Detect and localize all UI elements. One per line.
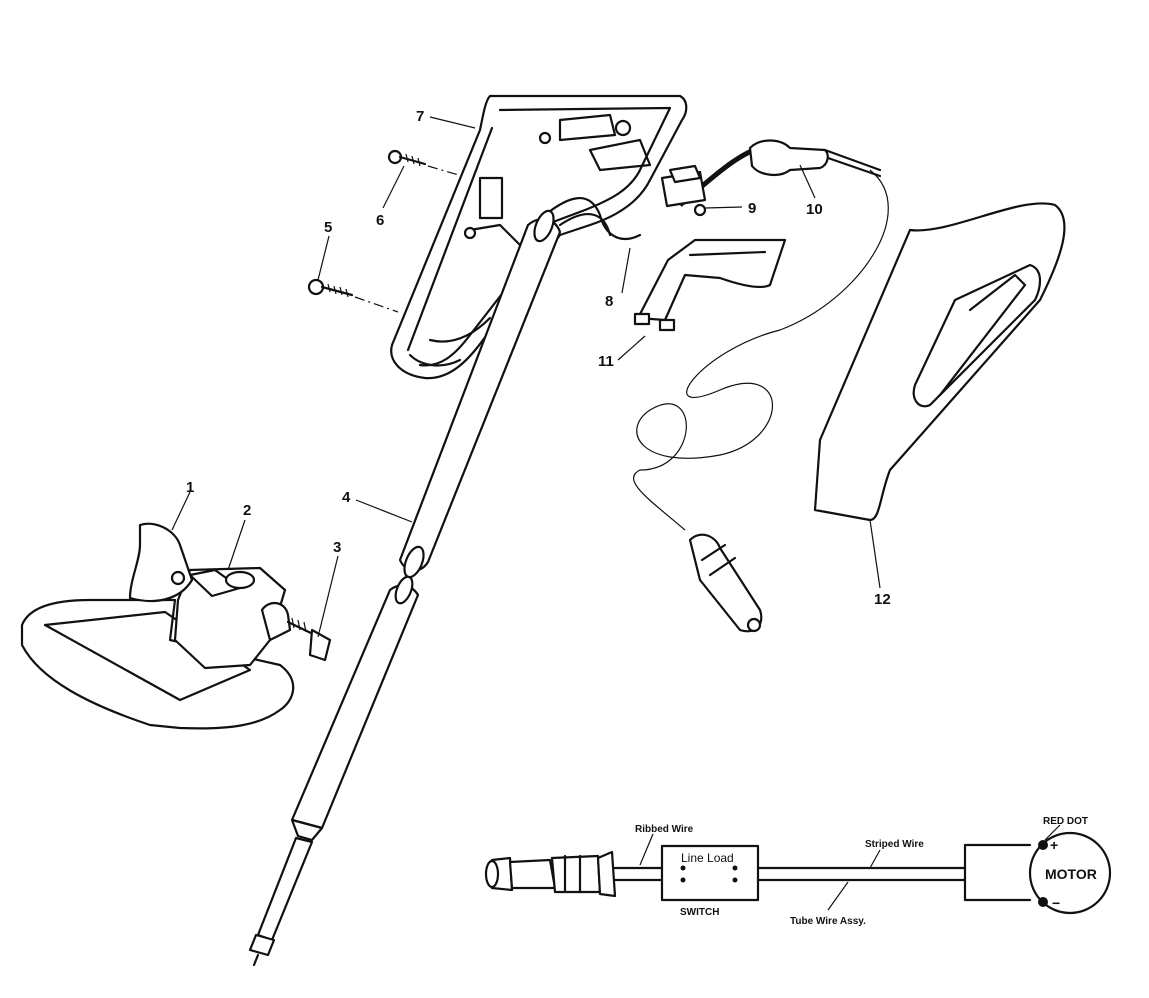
- callout-11: 11: [598, 353, 614, 370]
- red-dot-label: RED DOT: [1043, 816, 1088, 827]
- callout-12: 12: [874, 591, 891, 608]
- switch-box: [660, 844, 760, 902]
- screw-5: [307, 278, 399, 313]
- callout-10: 10: [806, 201, 823, 218]
- trigger-part: [633, 238, 787, 332]
- striped-wire-label: Striped Wire: [865, 839, 924, 850]
- tube-upper: [398, 209, 562, 579]
- strain-relief: [748, 139, 882, 178]
- screw-6: [387, 149, 463, 177]
- motor-plus-terminal: [1038, 840, 1048, 850]
- callout-4: 4: [342, 489, 351, 506]
- switch-part: [660, 164, 707, 217]
- ribbed-wire-label: Ribbed Wire: [635, 824, 694, 835]
- callout-1: 1: [186, 479, 194, 496]
- callout-6: 6: [376, 212, 384, 229]
- callout-3: 3: [333, 539, 341, 556]
- callout-7: 7: [416, 108, 424, 125]
- motor-minus-terminal: [1038, 897, 1048, 907]
- switch-label: SWITCH: [680, 907, 719, 918]
- handle-cover: [813, 202, 1066, 522]
- plus-sign: +: [1050, 837, 1058, 853]
- leader-lines: [171, 116, 881, 638]
- tube-lower: [248, 575, 420, 967]
- minus-sign: −: [1052, 895, 1060, 911]
- callout-8: 8: [605, 293, 613, 310]
- base-assembly: [20, 522, 332, 730]
- callout-5: 5: [324, 219, 332, 236]
- motor-symbol: [1028, 831, 1112, 915]
- motor-label: MOTOR: [1045, 866, 1097, 882]
- callout-2: 2: [243, 502, 251, 519]
- tube-wire-label: Tube Wire Assy.: [790, 916, 866, 927]
- wiring-schematic: Ribbed Wire Line Load SWITCH Striped Wir…: [484, 816, 1112, 927]
- power-cord: [633, 169, 889, 633]
- callout-numbers: 1 2 3 4 5 6 7 8 9 10 11 12: [186, 108, 891, 608]
- line-load-label: Line Load: [681, 851, 734, 865]
- callout-9: 9: [748, 200, 756, 217]
